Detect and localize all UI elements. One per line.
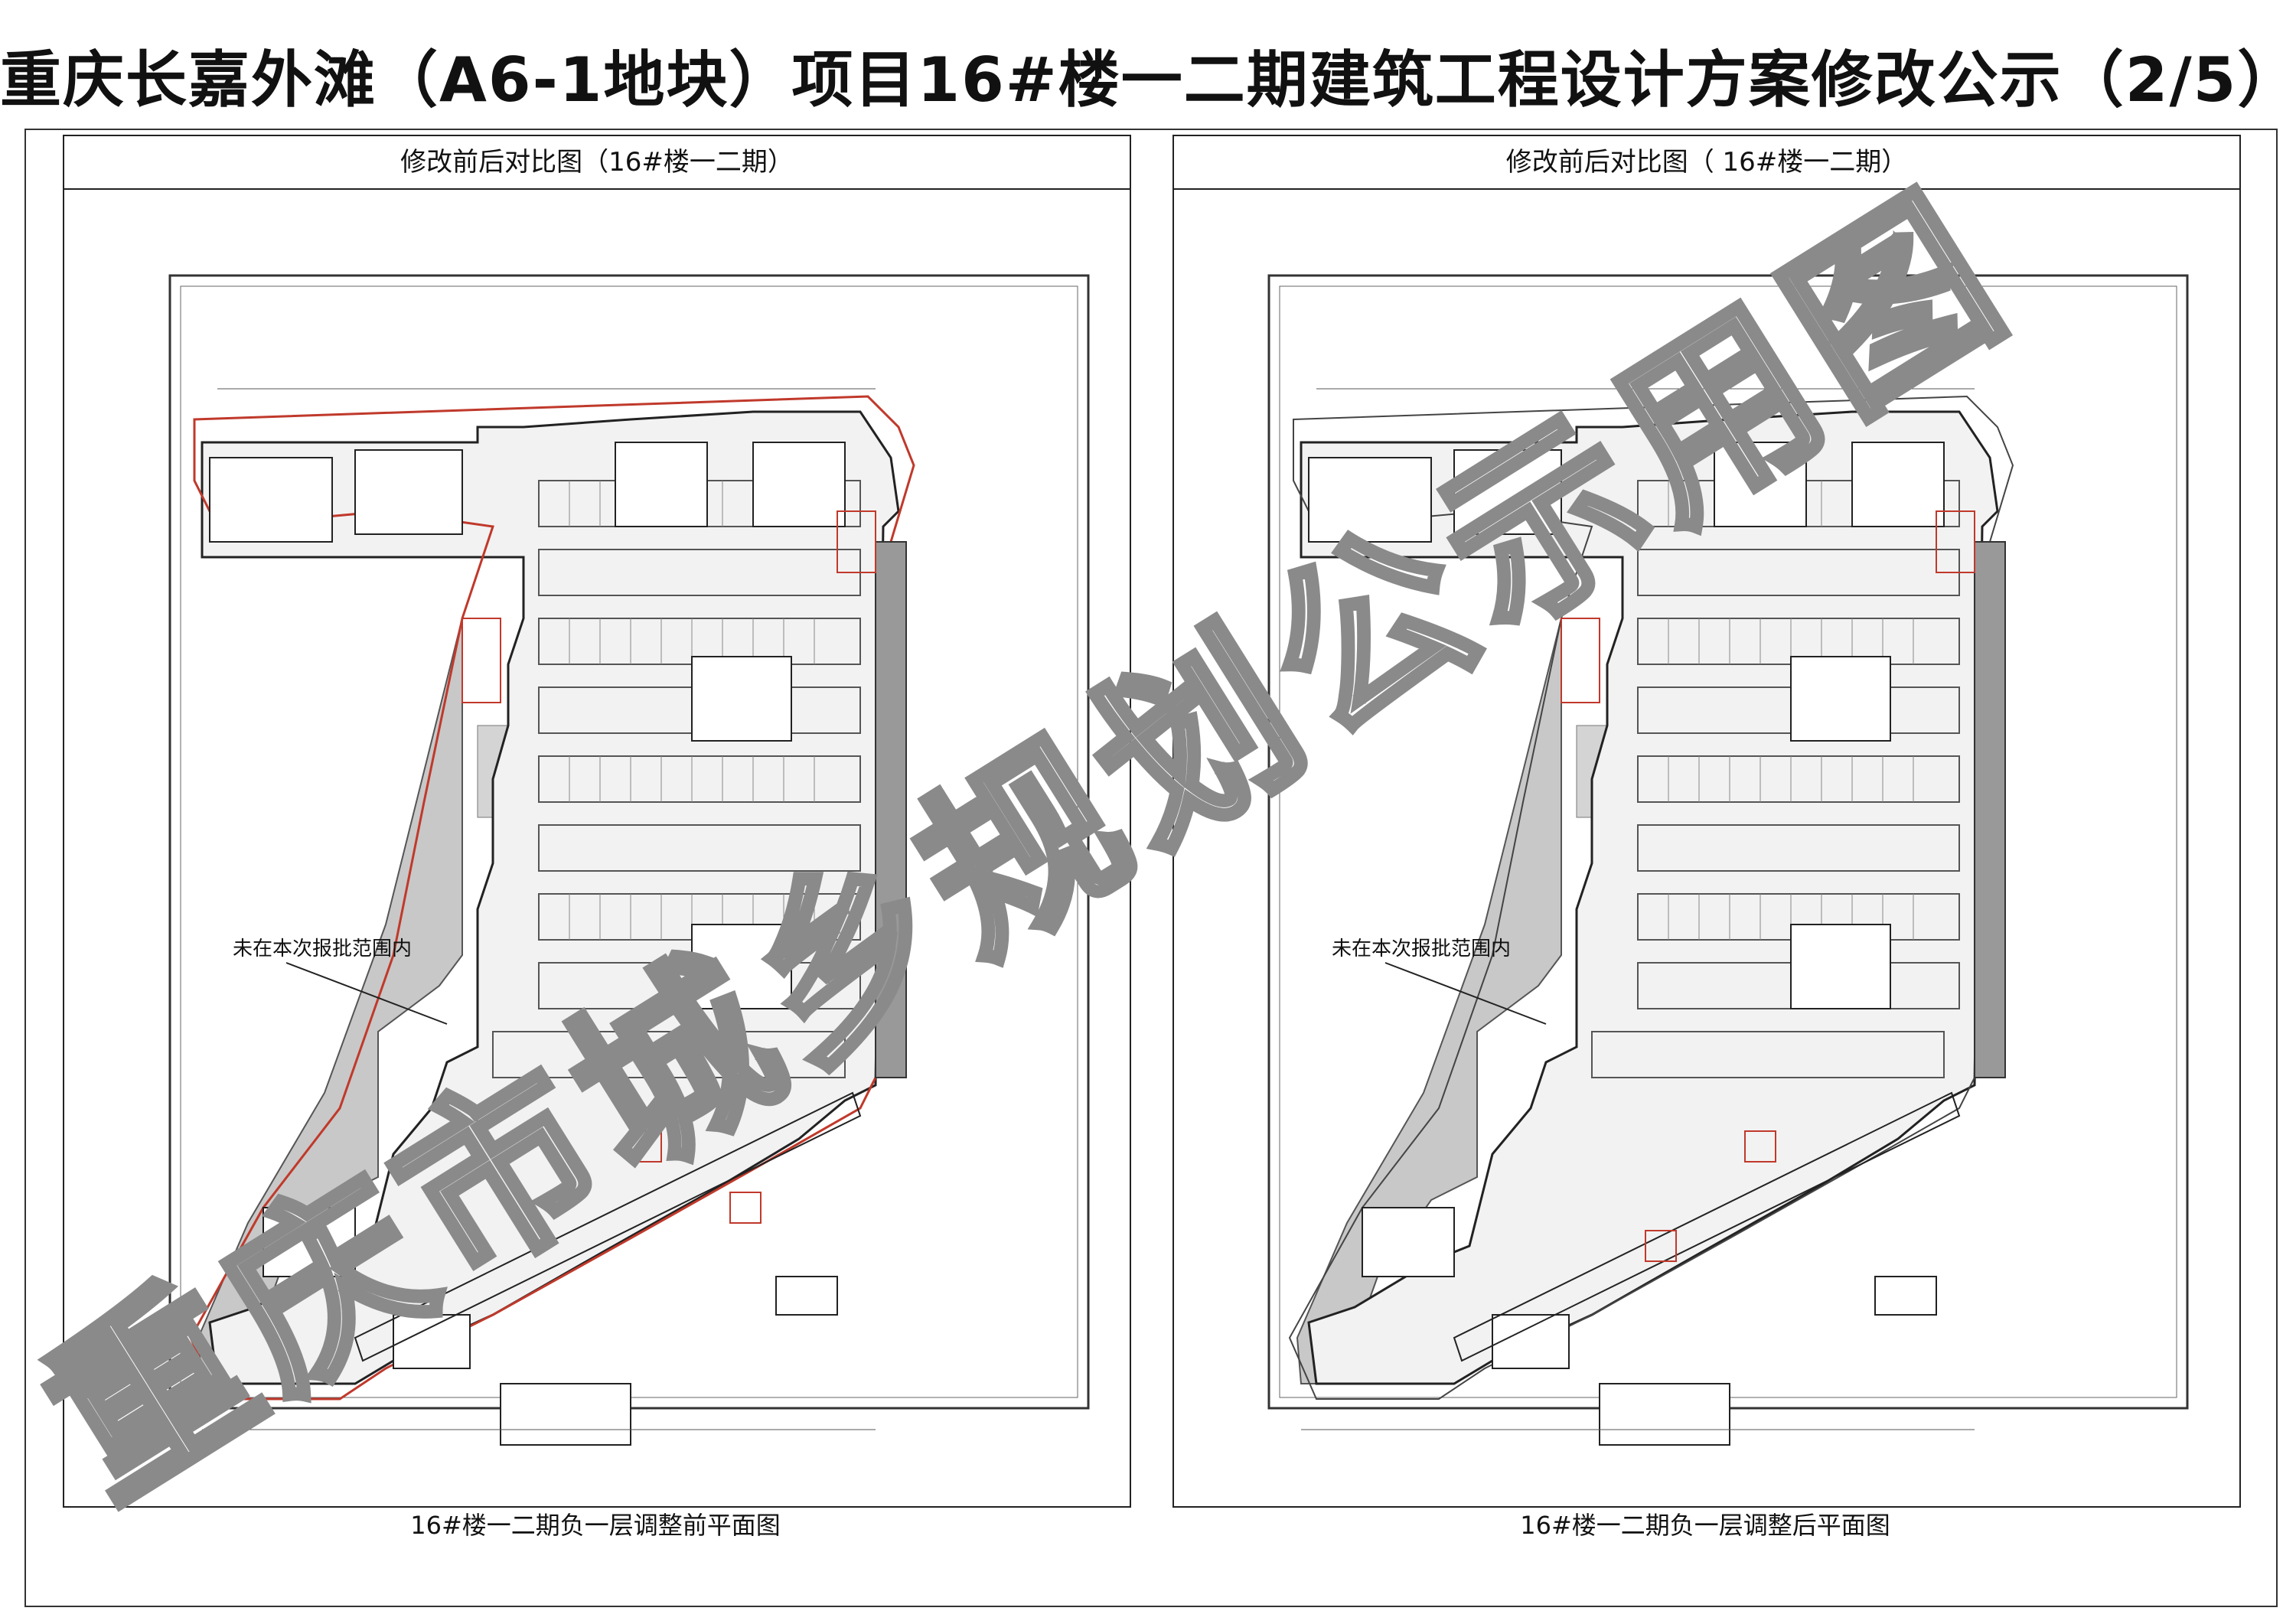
- panel-after: 修改前后对比图（ 16#楼一二期）: [1172, 135, 2241, 1508]
- floor-plan-drawing: 未在本次报批范围内: [1267, 274, 2189, 1446]
- modification-markers: [1561, 510, 1975, 1262]
- annotation-leader: [285, 962, 448, 1025]
- panel-header: 修改前后对比图（ 16#楼一二期）: [1174, 136, 2239, 190]
- annotation-label: 未在本次报批范围内: [1332, 938, 1511, 960]
- separate-building: [500, 1383, 631, 1446]
- caption-before: 16#楼一二期负一层调整前平面图: [410, 1511, 781, 1540]
- parking-grid: [1591, 480, 1960, 1078]
- floor-plan-before: 未在本次报批范围内: [64, 190, 1130, 1505]
- separate-building: [1599, 1383, 1730, 1446]
- building-cores: [209, 442, 846, 1369]
- modification-markers: [461, 510, 876, 1224]
- diagonal-shops-strip: [1453, 1091, 1961, 1362]
- building-cores: [1308, 442, 1945, 1369]
- panel-before: 修改前后对比图（16#楼一二期）: [63, 135, 1131, 1508]
- caption-after: 16#楼一二期负一层调整后平面图: [1520, 1511, 1890, 1540]
- outbuilding: [1874, 1276, 1937, 1316]
- floor-plan-after: 未在本次报批范围内: [1174, 190, 2239, 1505]
- annotation-label: 未在本次报批范围内: [233, 938, 412, 960]
- page-title: 重庆长嘉外滩（A6-1地块）项目16#楼一二期建筑工程设计方案修改公示（2/5）: [0, 44, 2296, 116]
- floor-plan-drawing: 未在本次报批范围内: [168, 274, 1090, 1446]
- building-outline: [1300, 410, 1999, 1385]
- diagonal-shops-strip: [354, 1091, 862, 1362]
- annotation-leader: [1384, 962, 1547, 1025]
- sheet-border: [24, 129, 2278, 1607]
- right-shops-strip: [1974, 541, 2006, 1078]
- building-outline: [201, 410, 900, 1385]
- panel-header: 修改前后对比图（16#楼一二期）: [64, 136, 1130, 190]
- right-shops-strip: [875, 541, 907, 1078]
- outbuilding: [775, 1276, 838, 1316]
